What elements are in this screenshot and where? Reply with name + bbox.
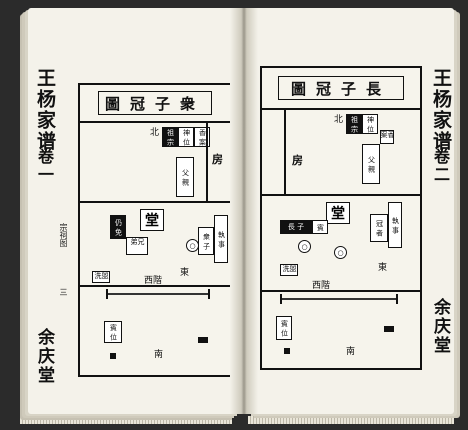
position-circle: ○ [334,246,347,259]
right-diagram-frame: 圖冠子長 北 祖 宗 神 位 香 案 房 父 親 堂 長 子 賓 冠 者 執 事… [260,66,422,370]
right-hall-name: 余庆堂 [430,298,450,355]
tablet: 香 案 [380,130,394,144]
main-hall: 堂 [140,209,164,231]
tablet: 執 事 [388,202,402,248]
left-page: 王杨家谱 卷一 宗祠图 三 余庆堂 圖冠子衆 北 祖 宗 神 位 香 案 父 親… [28,8,240,414]
marker [384,326,394,332]
book-gutter [230,8,258,414]
page-edges-right [248,416,454,424]
side-room-label: 房 [212,153,223,166]
stair-line [280,298,398,300]
north-label: 北 [334,115,344,125]
left-page-number: 三 [59,288,68,296]
divider [262,290,420,292]
left-diagram-title: 圖冠子衆 [98,91,212,115]
left-hall-name: 余庆堂 [34,328,54,385]
left-volume: 卷一 [35,148,54,184]
tablet: 兄 弟 [126,237,148,255]
open-book: 王杨家谱 卷一 宗祠图 三 余庆堂 圖冠子衆 北 祖 宗 神 位 香 案 父 親… [18,8,456,424]
tablet: 父 親 [176,157,194,197]
west-stairs-label: 西階 [144,276,163,286]
tablet: 衆 子 [198,227,214,255]
stair-post [106,289,108,299]
left-section-label: 宗祠图 [59,223,68,247]
south-label: 南 [154,350,164,360]
divider [206,121,208,201]
left-diagram-frame: 圖冠子衆 北 祖 宗 神 位 香 案 父 親 房 堂 仍 免 兄 弟 ○ 衆 子… [78,83,234,377]
left-spine-title: 王杨家谱 [34,68,56,152]
tablet: 長 子 [280,220,312,234]
divider [262,194,420,196]
west-stairs-label: 西階 [312,281,331,291]
tablet: 祖 宗 [162,127,178,147]
tablet: 賓 位 [276,316,292,340]
tablet: 盥 洗 [92,271,110,283]
divider [262,108,420,110]
divider [80,201,232,203]
page-edges-left [20,416,232,424]
tablet: 冠 者 [370,214,388,242]
tablet: 香 案 [194,127,210,147]
marker [110,353,116,359]
divider [80,121,232,123]
divider [284,108,286,194]
stair-post [208,289,210,299]
tablet: 賓 位 [104,321,122,343]
right-diagram-title: 圖冠子長 [278,76,404,100]
marker [198,337,208,343]
north-label: 北 [150,128,160,138]
right-page: 圖冠子長 北 祖 宗 神 位 香 案 房 父 親 堂 長 子 賓 冠 者 執 事… [248,8,454,414]
south-label: 南 [346,347,356,357]
main-hall: 堂 [326,202,350,224]
position-circle: ○ [298,240,311,253]
right-volume: 卷二 [431,148,450,184]
tablet: 執 事 [214,215,228,263]
east-stairs-label: 東 [378,263,388,273]
marker [284,348,290,354]
right-spine-title: 王杨家谱 [430,68,452,152]
east-stairs-label: 東 [180,268,190,278]
tablet: 神 位 [362,114,378,134]
side-room-label: 房 [292,154,303,167]
tablet: 仍 免 [110,215,126,239]
tablet: 神 位 [178,127,194,147]
tablet: 盥 洗 [280,264,298,276]
tablet: 祖 宗 [346,114,362,134]
tablet: 賓 [312,220,328,234]
tablet: 父 親 [362,144,380,184]
stair-line [106,293,210,295]
stair-post [280,294,282,304]
stair-post [396,294,398,304]
divider [80,285,232,287]
